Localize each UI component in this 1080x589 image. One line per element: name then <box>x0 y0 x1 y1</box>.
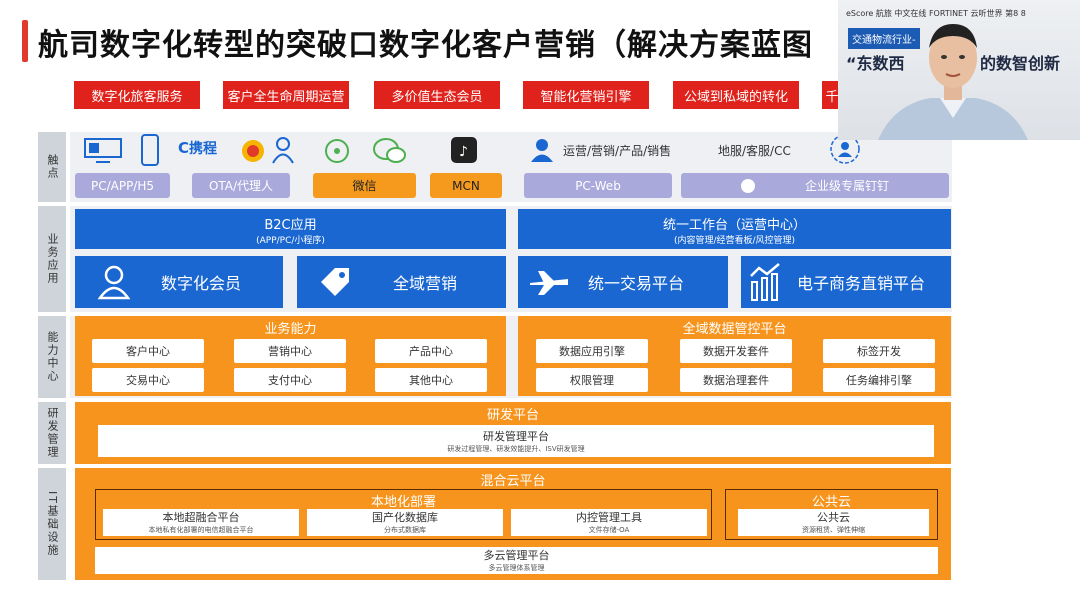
data-dev-kit: 数据开发套件 <box>680 339 792 363</box>
tile-marketing: 全域营销 <box>297 256 506 308</box>
infra-internal-tool-name: 内控管理工具 <box>576 511 642 524</box>
workbench-title: 统一工作台（运营中心） <box>662 218 806 233</box>
tag-digital-service: 数字化旅客服务 <box>74 81 200 109</box>
chip-pc-app: PC/APP/H5 <box>75 173 170 198</box>
video-quote-left: “东数西 <box>846 54 905 73</box>
dingtalk-user-icon <box>828 132 862 170</box>
tile-trading-label: 统一交易平台 <box>588 274 685 293</box>
chart-icon <box>750 263 780 301</box>
workbench-subtitle: (内容管理/经营看板/风控管理) <box>673 236 796 246</box>
infra-hci-name: 本地超融合平台 <box>162 511 240 524</box>
cap-marketing: 营销中心 <box>234 339 346 363</box>
b2c-subtitle: (APP/PC/小程序) <box>256 236 325 246</box>
row-label-capability: 能力中心 <box>38 316 66 398</box>
title-accent-bar <box>22 20 28 62</box>
pig-icon <box>240 138 266 168</box>
dingtalk-icon <box>740 178 755 193</box>
chip-ota: OTA/代理人 <box>192 173 290 198</box>
local-deploy-title: 本地化部署 <box>370 495 436 510</box>
rnd-mgmt-title: 研发管理平台 <box>483 430 549 443</box>
ctrip-text: 携程 <box>189 141 218 157</box>
chip-dingtalk-label: 企业级专属钉钉 <box>804 179 889 193</box>
tag-cutoff: 千 <box>822 81 842 109</box>
cap-customer: 客户中心 <box>92 339 204 363</box>
infra-db: 国产化数据库 分布式数据库 <box>307 509 503 536</box>
svg-text:♪: ♪ <box>459 144 468 160</box>
data-app-engine: 数据应用引擎 <box>536 339 648 363</box>
cap-payment: 支付中心 <box>234 368 346 392</box>
data-platform-title: 全域数据管控平台 <box>682 322 787 337</box>
row-label-biz: 业务应用 <box>38 206 66 312</box>
ctrip-logo: C携程 <box>178 139 218 157</box>
task-engine: 任务编排引擎 <box>823 368 935 392</box>
b2c-title: B2C应用 <box>264 218 317 233</box>
infra-public-cloud: 公共云 资源租赁、弹性伸缩 <box>738 509 929 536</box>
speaker-avatar <box>878 24 1028 140</box>
speaker-video: eScore 航旅 中文在线 FORTINET 云听世界 第8 8 交通物流行业… <box>838 0 1080 140</box>
member-icon <box>97 265 131 300</box>
tag-public-to-private: 公域到私域的转化 <box>673 81 799 109</box>
b2c-header: B2C应用 (APP/PC/小程序) <box>75 209 506 249</box>
local-deploy-frame: 本地化部署 <box>95 489 712 540</box>
page-title: 航司数字化转型的突破口数字化客户营销（解决方案蓝图 <box>38 28 813 63</box>
infra-db-name: 国产化数据库 <box>372 511 438 524</box>
infra-internal-tool-sub: 文件存储-OA <box>588 526 630 534</box>
tile-ecommerce-label: 电子商务直销平台 <box>797 274 926 293</box>
cap-other: 其他中心 <box>375 368 487 392</box>
cap-trade: 交易中心 <box>92 368 204 392</box>
data-governance: 数据治理套件 <box>680 368 792 392</box>
pc-icon <box>84 138 122 168</box>
rnd-mgmt-box: 研发管理平台 研发过程管理、研发效能提升、ISV研发管理 <box>98 425 934 457</box>
workbench-header: 统一工作台（运营中心） (内容管理/经营看板/风控管理) <box>518 209 951 249</box>
business-capability-title: 业务能力 <box>264 322 317 337</box>
tile-member: 数字化会员 <box>75 256 283 308</box>
infra-public-cloud-name: 公共云 <box>817 511 850 524</box>
infra-public-cloud-sub: 资源租赁、弹性伸缩 <box>802 526 865 534</box>
multi-cloud-title: 多云管理平台 <box>483 549 550 562</box>
row-label-rnd: 研发管理 <box>38 402 66 464</box>
multi-cloud-subtitle: 多云管理体系管理 <box>488 564 545 572</box>
wechat-icon <box>372 136 408 170</box>
tiktok-icon: ♪ <box>451 137 477 167</box>
chip-mcn: MCN <box>430 173 502 198</box>
row-label-infra: IT基础设施 <box>38 468 66 580</box>
tag-marketing-engine: 智能化营销引擎 <box>523 81 649 109</box>
tag-dev: 标签开发 <box>823 339 935 363</box>
miniprogram-icon <box>324 138 350 168</box>
ops-text: 运营/营销/产品/销售 <box>563 144 672 158</box>
video-caption-tag: 交通物流行业- <box>848 28 920 49</box>
chip-pc-web: PC-Web <box>524 173 672 198</box>
infra-hci: 本地超融合平台 本地私有化部署的电信超融合平台 <box>103 509 299 536</box>
infra-internal-tool: 内控管理工具 文件存储-OA <box>511 509 707 536</box>
row-label-touch: 触点 <box>38 132 66 202</box>
chip-dingtalk: 企业级专属钉钉 <box>681 173 949 198</box>
public-cloud-title: 公共云 <box>811 495 851 510</box>
tag-icon <box>321 268 349 296</box>
video-quote-right: 的数智创新 <box>980 54 1061 73</box>
tag-membership: 多价值生态会员 <box>374 81 500 109</box>
infra-hci-sub: 本地私有化部署的电信超融合平台 <box>148 526 254 534</box>
cap-product: 产品中心 <box>375 339 487 363</box>
multi-cloud-box: 多云管理平台 多云管理体系管理 <box>95 547 938 574</box>
infra-db-sub: 分布式数据库 <box>384 526 426 534</box>
public-cloud-frame: 公共云 <box>725 489 938 540</box>
tile-member-label: 数字化会员 <box>161 274 242 293</box>
tile-trading: 统一交易平台 <box>518 256 728 308</box>
service-text: 地服/客服/CC <box>718 144 791 158</box>
tile-marketing-label: 全域营销 <box>393 274 458 293</box>
user-icon <box>530 137 554 167</box>
chip-wechat: 微信 <box>313 173 416 198</box>
plane-icon <box>530 271 568 295</box>
tile-ecommerce: 电子商务直销平台 <box>741 256 951 308</box>
rnd-title: 研发平台 <box>486 408 539 423</box>
permission-mgmt: 权限管理 <box>536 368 648 392</box>
hybrid-cloud-title: 混合云平台 <box>480 474 546 489</box>
rnd-mgmt-subtitle: 研发过程管理、研发效能提升、ISV研发管理 <box>447 445 585 453</box>
sponsor-logos: eScore 航旅 中文在线 FORTINET 云听世界 第8 8 <box>846 9 1026 18</box>
agent-icon <box>270 136 296 168</box>
tag-lifecycle: 客户全生命周期运营 <box>223 81 349 109</box>
mobile-icon <box>140 134 160 170</box>
